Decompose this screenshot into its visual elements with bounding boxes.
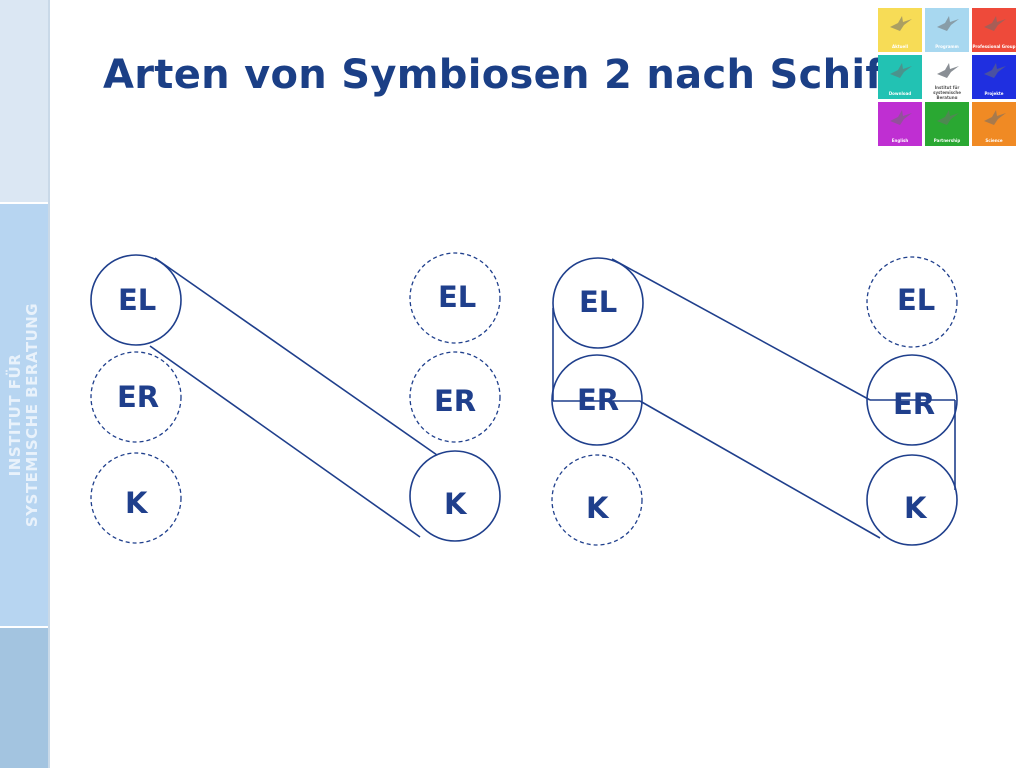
- bird-icon: [890, 63, 912, 78]
- node-circle-er-dashed: [409, 351, 501, 443]
- connector-line: [154, 257, 438, 456]
- logo-tile-partnership: Partnership: [925, 102, 969, 146]
- node-label-er: ER: [117, 380, 159, 414]
- node-label-er: ER: [434, 384, 476, 418]
- logo-tile-projekte: Projekte: [972, 55, 1016, 99]
- node-circle-k-dashed: [551, 454, 643, 546]
- node-label-er: ER: [893, 387, 935, 421]
- node-label-k: K: [125, 486, 149, 520]
- logo-tile-programm: Programm: [925, 8, 969, 52]
- sidebar-middle-panel: [0, 204, 48, 626]
- sidebar-divider: [48, 0, 50, 768]
- slide-title: Arten von Symbiosen 2 nach Schiff: [103, 52, 901, 98]
- bird-icon: [984, 16, 1006, 31]
- sidebar-top-panel: [0, 0, 48, 202]
- logo-tile-label: Programm: [935, 44, 959, 49]
- logo-tile-english: English: [878, 102, 922, 146]
- node-label-el: EL: [579, 285, 617, 319]
- node-label-el: EL: [118, 283, 156, 317]
- bird-icon: [890, 110, 912, 125]
- logo-tile-label: Aktuell: [892, 44, 908, 49]
- node-circle-el-dashed: [866, 256, 958, 348]
- logo-tile-label: English: [891, 138, 909, 143]
- node-circle-el-solid: [90, 254, 182, 346]
- sidebar-bottom-panel: [0, 628, 48, 768]
- node-circle-er-dashed: [90, 351, 182, 443]
- node-label-k: K: [444, 487, 468, 521]
- logo-tile-science: Science: [972, 102, 1016, 146]
- bird-icon: [890, 16, 912, 31]
- logo-tile-label: Download: [888, 91, 912, 96]
- node-circle-el-dashed: [409, 252, 501, 344]
- node-label-el: EL: [438, 280, 476, 314]
- bird-icon: [984, 110, 1006, 125]
- node-circle-el-solid: [552, 257, 644, 349]
- bird-icon: [937, 63, 959, 78]
- node-circle-k-dashed: [90, 452, 182, 544]
- logo-tile-institut: Institut für systemische Beratung: [925, 55, 969, 99]
- node-circle-er-solid: [866, 354, 958, 446]
- logo-tile-label: Science: [985, 138, 1003, 143]
- node-circle-k-solid: [866, 454, 958, 546]
- logo-tile-professional-group: Professional Group: [972, 8, 1016, 52]
- node-label-er: ER: [577, 383, 619, 417]
- institute-logo-grid: Aktuell Programm Professional Group Down…: [878, 8, 1016, 146]
- sidebar: INSTITUT FÜR SYSTEMISCHE BERATUNG: [0, 0, 48, 768]
- logo-tile-label: Professional Group: [972, 44, 1016, 49]
- connector-line: [639, 400, 881, 539]
- bird-icon: [984, 63, 1006, 78]
- logo-tile-download: Download: [878, 55, 922, 99]
- node-circle-k-solid: [409, 450, 501, 542]
- connector-line: [611, 258, 871, 401]
- node-label-k: K: [904, 491, 928, 525]
- bird-icon: [937, 16, 959, 31]
- node-circle-er-solid: [551, 354, 643, 446]
- node-label-k: K: [586, 491, 610, 525]
- bird-icon: [937, 110, 959, 125]
- logo-tile-aktuell: Aktuell: [878, 8, 922, 52]
- logo-tile-label: Partnership: [933, 138, 961, 143]
- logo-tile-label: Institut für systemische Beratung: [933, 85, 961, 99]
- node-label-el: EL: [897, 283, 935, 317]
- connector-line: [149, 345, 421, 538]
- logo-tile-label: Projekte: [984, 91, 1004, 96]
